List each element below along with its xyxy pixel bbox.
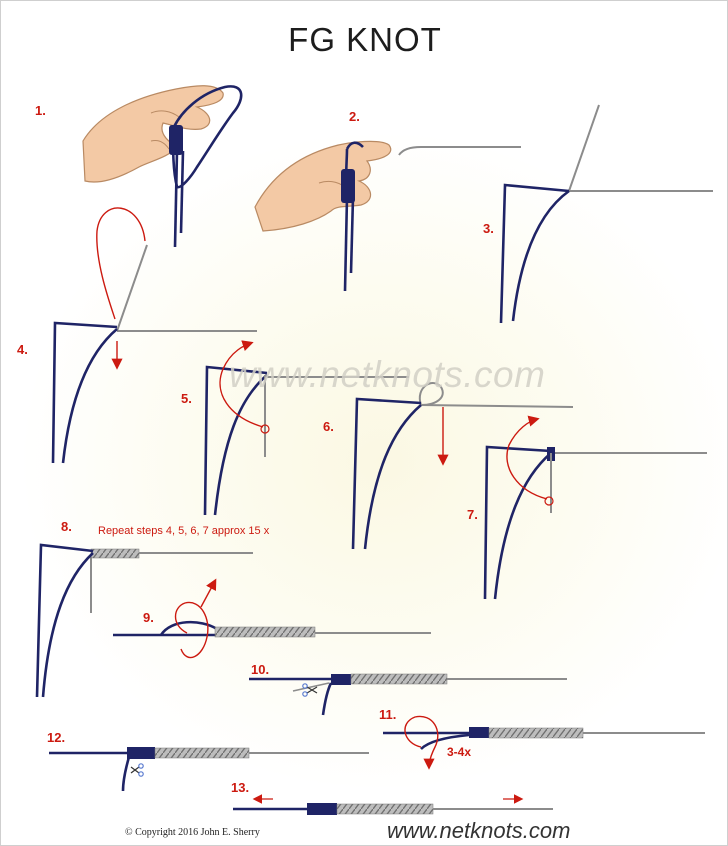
repeat-note: Repeat steps 4, 5, 6, 7 approx 15 x <box>98 525 270 537</box>
step-label-9: 9. <box>143 610 154 625</box>
step-label-2: 2. <box>349 109 360 124</box>
scissors-icon <box>302 683 318 697</box>
step-label-4: 4. <box>17 342 28 357</box>
step-13-illustration <box>233 794 553 815</box>
step-label-7: 7. <box>467 507 478 522</box>
step-4-illustration <box>51 207 257 464</box>
watermark-text: www.netknots.com <box>229 354 546 395</box>
step-label-13: 13. <box>231 780 250 795</box>
step-1-hand-illustration <box>82 85 243 248</box>
wrap-count-label: 3-4x <box>447 745 472 759</box>
step-5-illustration <box>203 340 409 516</box>
step-label-1: 1. <box>35 103 46 118</box>
step-label-8: 8. <box>61 519 72 534</box>
step-10-illustration <box>249 673 567 716</box>
step-7-illustration <box>483 415 707 600</box>
step-label-6: 6. <box>323 419 334 434</box>
website-link[interactable]: www.netknots.com <box>387 818 571 843</box>
step-label-12: 12. <box>47 730 66 745</box>
step-label-11: 11. <box>379 707 397 722</box>
step-label-5: 5. <box>181 391 192 406</box>
step-2-hand-illustration <box>254 140 521 292</box>
step-9-illustration <box>113 578 431 659</box>
hand-icon <box>82 85 224 183</box>
scissors-icon <box>130 763 144 777</box>
step-11-illustration <box>383 715 705 770</box>
hand-icon <box>254 140 392 232</box>
step-label-3: 3. <box>483 221 494 236</box>
step-6-illustration <box>351 382 574 550</box>
step-label-10: 10. <box>251 662 270 677</box>
step-8-illustration <box>35 543 253 698</box>
loop-icon <box>418 382 444 406</box>
page-title: FG KNOT <box>288 21 442 58</box>
copyright-notice: © Copyright 2016 John E. Sherry <box>125 827 260 838</box>
step-3-illustration <box>499 104 713 324</box>
step-12-illustration <box>49 747 369 792</box>
